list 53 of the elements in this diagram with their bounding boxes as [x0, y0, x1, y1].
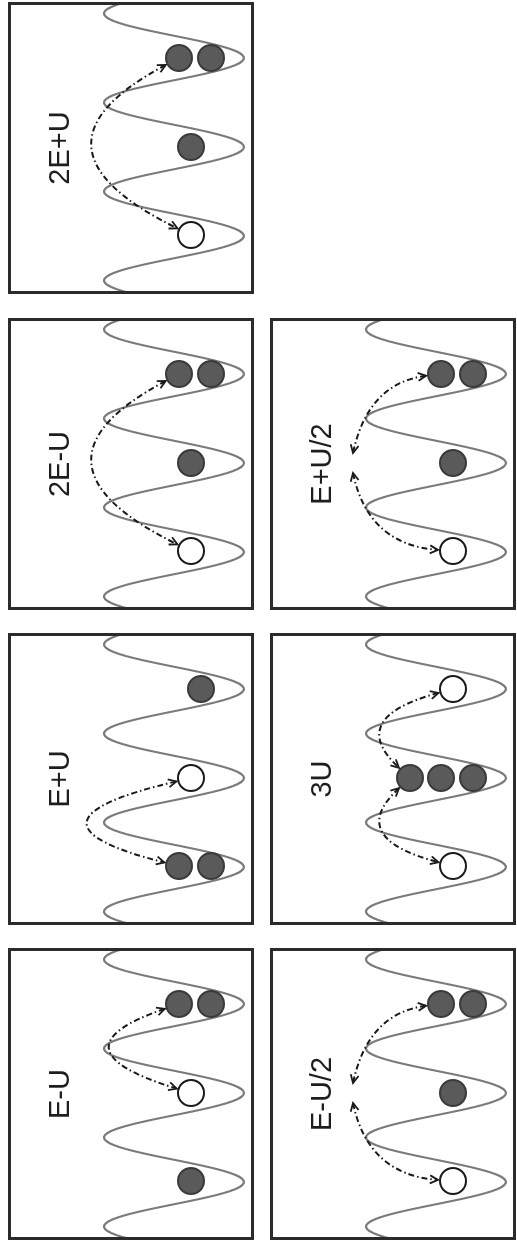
filled-dot — [396, 764, 424, 792]
filled-dot — [427, 360, 455, 388]
panel — [8, 2, 254, 294]
energy-label: E-U/2 — [306, 1056, 336, 1132]
exchange-arrow — [107, 1006, 178, 1091]
panel — [8, 318, 254, 610]
exchange-arrow — [350, 472, 439, 554]
panel — [270, 633, 516, 925]
panel — [270, 318, 516, 610]
filled-dot — [459, 360, 487, 388]
filled-dot — [439, 449, 467, 477]
energy-label: E+U/2 — [306, 423, 336, 505]
energy-label: 3U — [306, 760, 336, 798]
exchange-arrow — [90, 380, 179, 546]
filled-dot — [165, 990, 193, 1018]
filled-dot — [197, 360, 225, 388]
open-circle — [177, 764, 205, 792]
filled-dot — [197, 852, 225, 880]
exchange-arrow — [350, 1002, 428, 1084]
filled-dot — [165, 44, 193, 72]
exchange-arrow — [350, 372, 428, 454]
exchange-arrow — [90, 64, 179, 230]
filled-dot — [165, 360, 193, 388]
filled-dot — [197, 990, 225, 1018]
open-circle — [177, 221, 205, 249]
open-circle — [177, 1079, 205, 1107]
filled-dot — [165, 852, 193, 880]
open-circle — [439, 852, 467, 880]
open-circle — [439, 675, 467, 703]
exchange-arrow — [378, 690, 440, 769]
filled-dot — [177, 1167, 205, 1195]
filled-dot — [197, 44, 225, 72]
panel — [8, 948, 254, 1240]
panel — [270, 948, 516, 1240]
energy-label: 2E+U — [44, 111, 74, 185]
energy-label: E+U — [44, 750, 74, 808]
filled-dot — [177, 133, 205, 161]
filled-dot — [427, 990, 455, 1018]
open-circle — [439, 1167, 467, 1195]
open-circle — [177, 537, 205, 565]
filled-dot — [439, 1079, 467, 1107]
panel — [8, 633, 254, 925]
filled-dot — [187, 675, 215, 703]
filled-dot — [459, 990, 487, 1018]
exchange-arrow — [378, 787, 440, 865]
energy-label: 2E-U — [44, 430, 74, 498]
exchange-arrow — [85, 778, 178, 866]
filled-dot — [427, 764, 455, 792]
filled-dot — [459, 764, 487, 792]
filled-dot — [177, 449, 205, 477]
open-circle — [439, 537, 467, 565]
energy-label: E-U — [44, 1069, 74, 1119]
exchange-arrow — [350, 1102, 439, 1184]
